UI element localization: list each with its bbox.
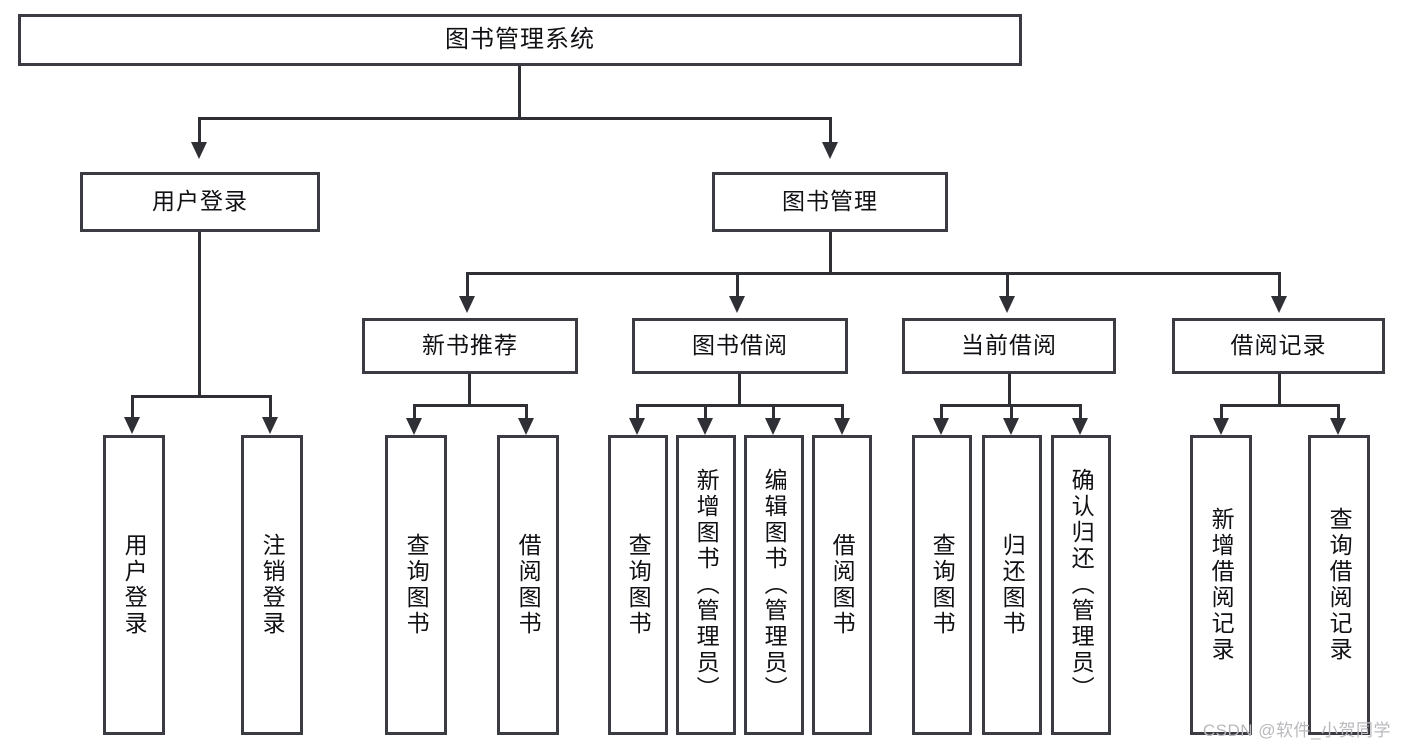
connector-drop-user-login xyxy=(198,117,201,142)
leaf-user-login-login[interactable]: 用户登录 xyxy=(103,435,165,735)
node-label: 用户登录 xyxy=(152,188,248,215)
arrow-borrow-record xyxy=(1271,296,1287,313)
arrow-nbr-2 xyxy=(518,418,534,435)
arrow-book-manage xyxy=(822,142,838,159)
connector-drop-cb-3 xyxy=(1079,404,1082,418)
connector-drop-nbr-2 xyxy=(525,404,528,418)
node-current-borrow[interactable]: 当前借阅 xyxy=(902,318,1116,374)
connector-root-stem xyxy=(518,66,521,117)
leaf-bb-edit-book-admin[interactable]: 编辑图书（管理员） xyxy=(744,435,804,735)
arrow-book-borrow xyxy=(729,296,745,313)
leaf-cb-confirm-return-admin[interactable]: 确认归还（管理员） xyxy=(1051,435,1111,735)
connector-bb-bus xyxy=(636,404,844,407)
node-root-system[interactable]: 图书管理系统 xyxy=(18,14,1022,66)
arrow-nbr-1 xyxy=(406,418,422,435)
connector-drop-new-book xyxy=(466,272,469,296)
node-label: 借阅记录 xyxy=(1230,332,1327,359)
arrow-bb-3 xyxy=(765,418,781,435)
connector-book-manage-stem xyxy=(829,232,832,272)
node-label: 查询图书 xyxy=(403,533,430,637)
arrow-current-borrow xyxy=(999,296,1015,313)
arrow-bb-2 xyxy=(697,418,713,435)
connector-drop-bb-1 xyxy=(636,404,639,418)
node-label: 查询图书 xyxy=(929,533,956,637)
node-label: 编辑图书（管理员） xyxy=(761,468,788,702)
connector-drop-br-2 xyxy=(1337,404,1340,418)
leaf-cb-return-book[interactable]: 归还图书 xyxy=(982,435,1042,735)
arrow-cb-1 xyxy=(933,418,949,435)
node-label: 借阅图书 xyxy=(515,533,542,637)
connector-user-login-bus xyxy=(131,395,271,398)
connector-drop-bb-4 xyxy=(841,404,844,418)
node-label: 查询图书 xyxy=(625,533,652,637)
connector-br-bus xyxy=(1220,404,1340,407)
leaf-nbr-borrow-book[interactable]: 借阅图书 xyxy=(497,435,559,735)
node-new-book-recommend[interactable]: 新书推荐 xyxy=(362,318,578,374)
leaf-bb-borrow-book[interactable]: 借阅图书 xyxy=(812,435,872,735)
node-label: 新书推荐 xyxy=(422,332,518,359)
connector-drop-current-borrow xyxy=(1006,272,1009,296)
arrow-bb-4 xyxy=(834,418,850,435)
arrow-ul-leaf-2 xyxy=(262,417,278,434)
arrow-ul-leaf-1 xyxy=(124,417,140,434)
node-label: 用户登录 xyxy=(121,533,148,637)
connector-bb-stem xyxy=(738,374,741,404)
connector-drop-ul-leaf-2 xyxy=(269,395,272,417)
connector-nbr-stem xyxy=(468,374,471,404)
arrow-cb-3 xyxy=(1072,418,1088,435)
connector-br-stem xyxy=(1278,374,1281,404)
node-label: 借阅图书 xyxy=(829,533,856,637)
node-borrow-record[interactable]: 借阅记录 xyxy=(1172,318,1385,374)
leaf-user-login-logout[interactable]: 注销登录 xyxy=(241,435,303,735)
connector-drop-br-1 xyxy=(1220,404,1223,418)
leaf-br-query-record[interactable]: 查询借阅记录 xyxy=(1308,435,1370,735)
connector-drop-cb-1 xyxy=(940,404,943,418)
connector-root-bus xyxy=(198,117,832,120)
connector-drop-cb-2 xyxy=(1010,404,1013,418)
node-book-borrow[interactable]: 图书借阅 xyxy=(632,318,848,374)
leaf-nbr-query-book[interactable]: 查询图书 xyxy=(385,435,447,735)
node-user-login[interactable]: 用户登录 xyxy=(80,172,320,232)
arrow-br-1 xyxy=(1213,418,1229,435)
arrow-bb-1 xyxy=(629,418,645,435)
connector-drop-nbr-1 xyxy=(413,404,416,418)
node-label: 确认归还（管理员） xyxy=(1068,468,1095,702)
watermark-text: CSDN @软件_小贺同学 xyxy=(1202,721,1391,740)
connector-cb-stem xyxy=(1008,374,1011,404)
node-label: 注销登录 xyxy=(259,533,286,637)
arrow-br-2 xyxy=(1330,418,1346,435)
leaf-cb-query-book[interactable]: 查询图书 xyxy=(912,435,972,735)
connector-user-login-stem xyxy=(198,232,201,395)
node-book-manage[interactable]: 图书管理 xyxy=(712,172,948,232)
arrow-new-book xyxy=(459,296,475,313)
node-label: 当前借阅 xyxy=(961,332,1057,359)
leaf-bb-add-book-admin[interactable]: 新增图书（管理员） xyxy=(676,435,736,735)
node-label: 查询借阅记录 xyxy=(1326,507,1353,663)
connector-drop-bb-2 xyxy=(704,404,707,418)
connector-drop-ul-leaf-1 xyxy=(131,395,134,417)
connector-drop-bb-3 xyxy=(772,404,775,418)
leaf-bb-query-book[interactable]: 查询图书 xyxy=(608,435,668,735)
arrow-cb-2 xyxy=(1003,418,1019,435)
node-label: 归还图书 xyxy=(999,533,1026,637)
node-label: 图书管理 xyxy=(782,188,878,215)
node-label: 图书管理系统 xyxy=(445,25,595,53)
connector-drop-book-borrow xyxy=(736,272,739,296)
connector-nbr-bus xyxy=(413,404,528,407)
connector-book-manage-bus xyxy=(466,272,1281,275)
arrow-user-login xyxy=(191,142,207,159)
node-label: 新增图书（管理员） xyxy=(693,468,720,702)
connector-drop-borrow-record xyxy=(1278,272,1281,296)
node-label: 新增借阅记录 xyxy=(1208,507,1235,663)
connector-drop-book-manage xyxy=(829,117,832,142)
node-label: 图书借阅 xyxy=(692,332,788,359)
leaf-br-add-record[interactable]: 新增借阅记录 xyxy=(1190,435,1252,735)
